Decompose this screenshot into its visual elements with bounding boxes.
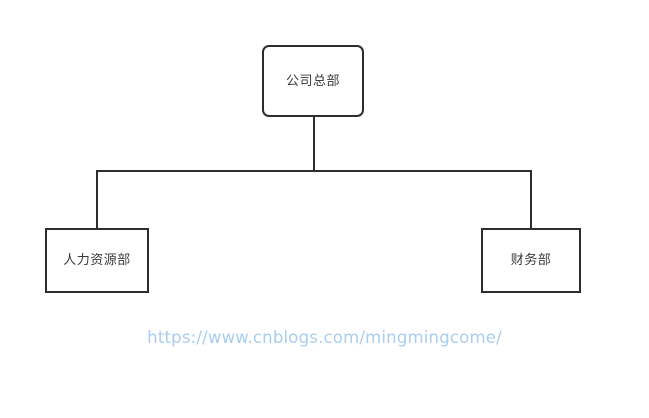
node-company-headquarters[interactable]: 公司总部 [262,45,364,117]
node-label: 人力资源部 [63,253,131,268]
node-human-resources[interactable]: 人力资源部 [45,228,149,293]
node-label: 财务部 [510,253,552,268]
node-label: 公司总部 [285,73,340,89]
node-finance-department[interactable]: 财务部 [481,228,581,293]
watermark-url: https://www.cnblogs.com/mingmingcome/ [147,328,502,347]
